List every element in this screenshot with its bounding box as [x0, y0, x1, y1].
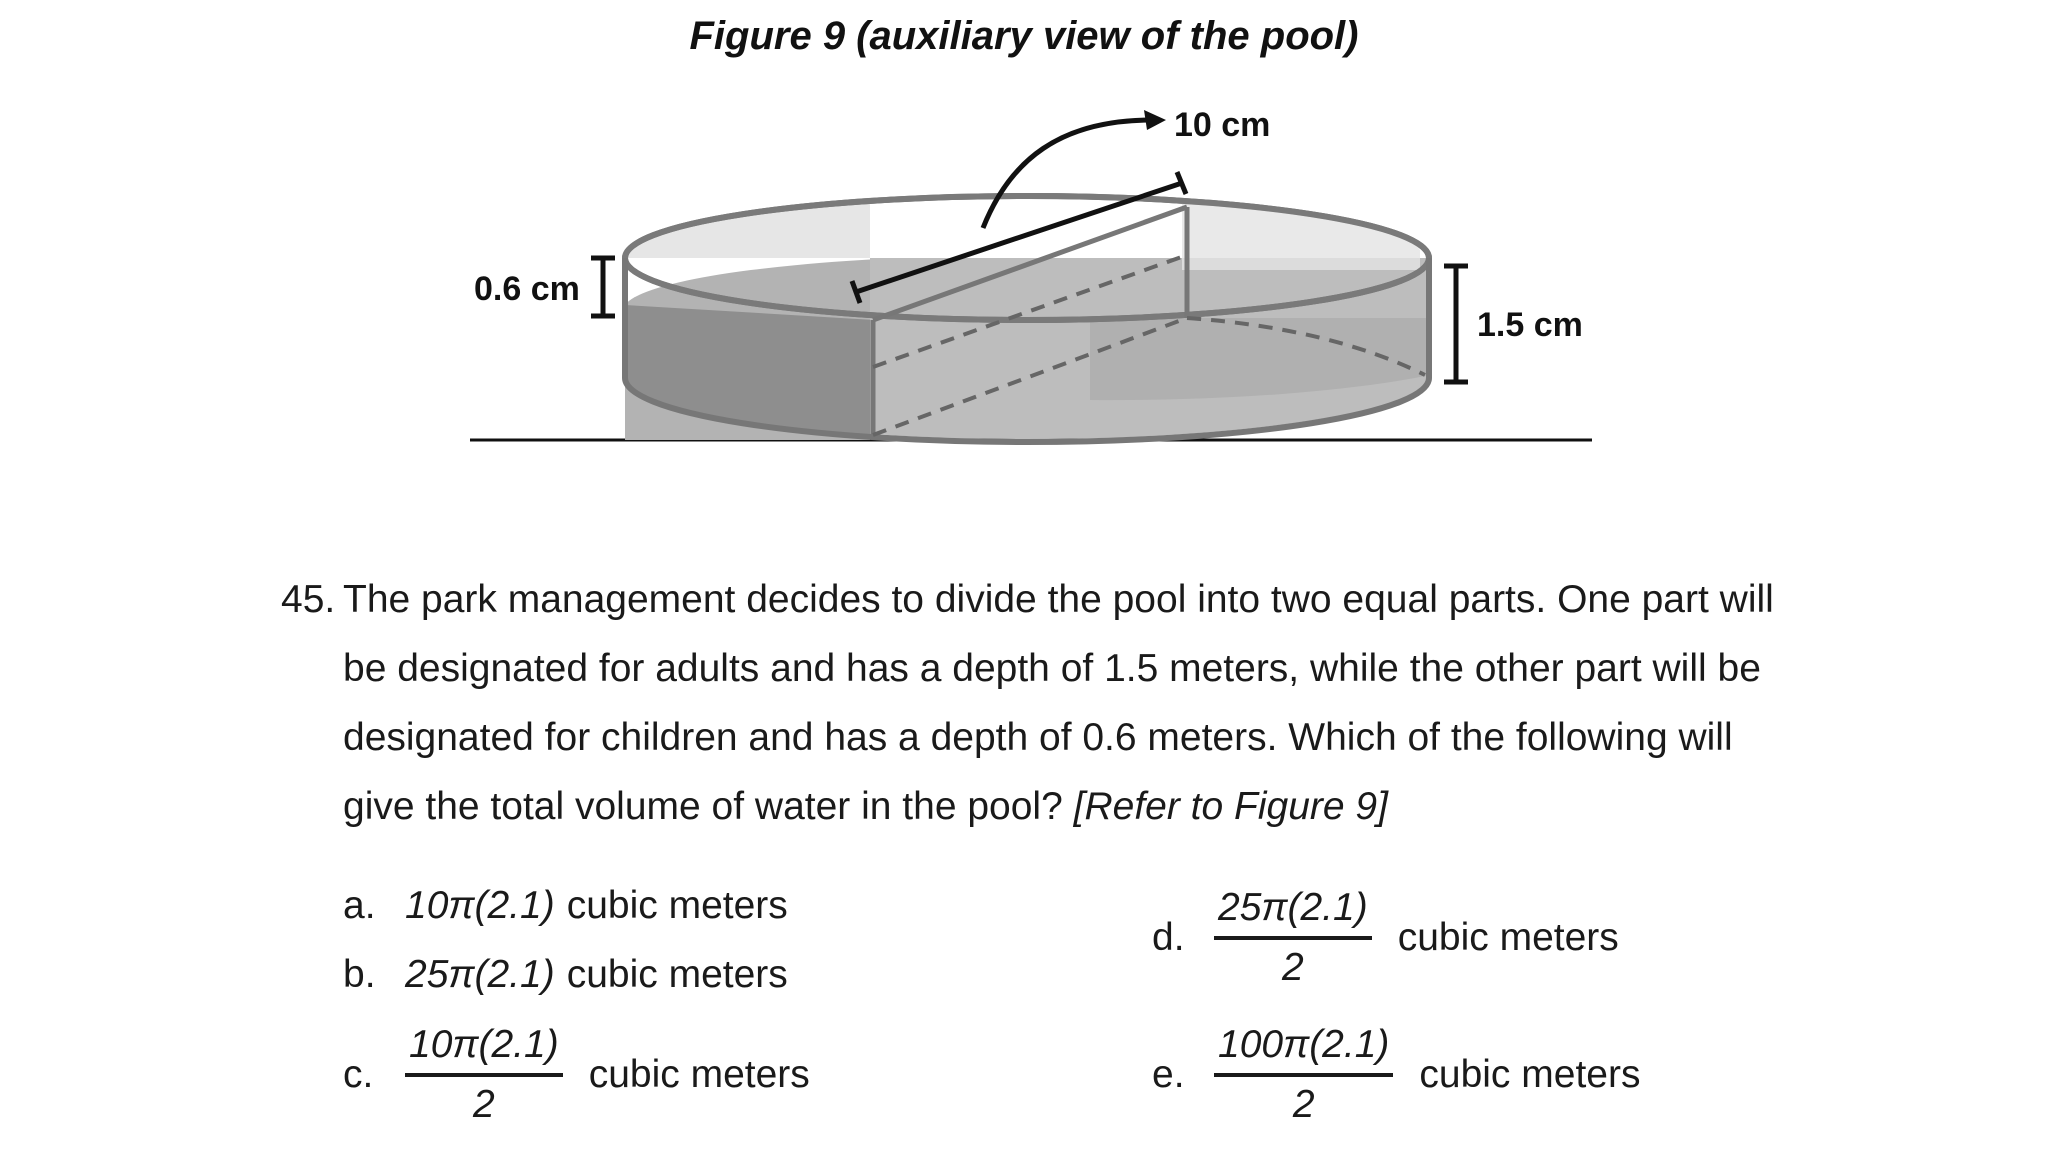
- option-b[interactable]: b. 25π(2.1) cubic meters: [343, 953, 788, 997]
- option-fraction: 25π(2.1) 2: [1214, 886, 1372, 990]
- divider-wall: [870, 204, 1190, 437]
- shallow-section: [624, 197, 870, 440]
- figure-title: Figure 9 (auxiliary view of the pool): [689, 14, 1359, 58]
- fraction-numerator: 10π(2.1): [405, 1023, 563, 1077]
- option-unit: cubic meters: [1397, 916, 1619, 959]
- option-expression: 10π(2.1): [405, 884, 555, 927]
- fraction-denominator: 2: [473, 1083, 495, 1126]
- question-number: 45.: [281, 578, 336, 621]
- option-unit: cubic meters: [588, 1053, 810, 1096]
- option-letter: d.: [1152, 916, 1185, 959]
- question-text: The park management decides to divide th…: [343, 578, 1774, 828]
- fraction-denominator: 2: [1282, 946, 1304, 989]
- pool-bottom-arc: [622, 377, 1432, 445]
- option-c[interactable]: c. 10π(2.1) 2 cubic meters: [343, 1023, 810, 1127]
- question-text-container: The park management decides to divide th…: [343, 565, 1801, 841]
- option-e[interactable]: e. 100π(2.1) 2 cubic meters: [1152, 1023, 1640, 1127]
- fraction-numerator: 100π(2.1): [1214, 1023, 1394, 1077]
- option-fraction: 100π(2.1) 2: [1214, 1023, 1394, 1127]
- radius-label: 10 cm: [1174, 106, 1270, 144]
- deep-depth-label: 1.5 cm: [1477, 306, 1583, 344]
- option-unit: cubic meters: [566, 953, 788, 996]
- option-letter: e.: [1152, 1053, 1185, 1096]
- fraction-numerator: 25π(2.1): [1214, 886, 1372, 940]
- option-d[interactable]: d. 25π(2.1) 2 cubic meters: [1152, 886, 1619, 990]
- shallow-depth-dimension: [591, 255, 615, 319]
- shallow-depth-label: 0.6 cm: [474, 270, 580, 308]
- radius-dimension: [849, 110, 1189, 304]
- option-fraction: 10π(2.1) 2: [405, 1023, 563, 1127]
- option-unit: cubic meters: [1419, 1053, 1641, 1096]
- option-expression: 25π(2.1): [405, 953, 555, 996]
- option-unit: cubic meters: [566, 884, 788, 927]
- figure-reference: [Refer to Figure 9]: [1073, 785, 1388, 828]
- deep-depth-dimension: [1444, 263, 1468, 385]
- fraction-denominator: 2: [1292, 1083, 1315, 1126]
- pool-diagram: 10 cm 0.6 cm 1.5 cm: [470, 106, 1592, 445]
- option-letter: a.: [343, 884, 376, 927]
- option-letter: c.: [343, 1053, 374, 1096]
- option-a[interactable]: a. 10π(2.1) cubic meters: [343, 884, 788, 928]
- option-letter: b.: [343, 953, 376, 996]
